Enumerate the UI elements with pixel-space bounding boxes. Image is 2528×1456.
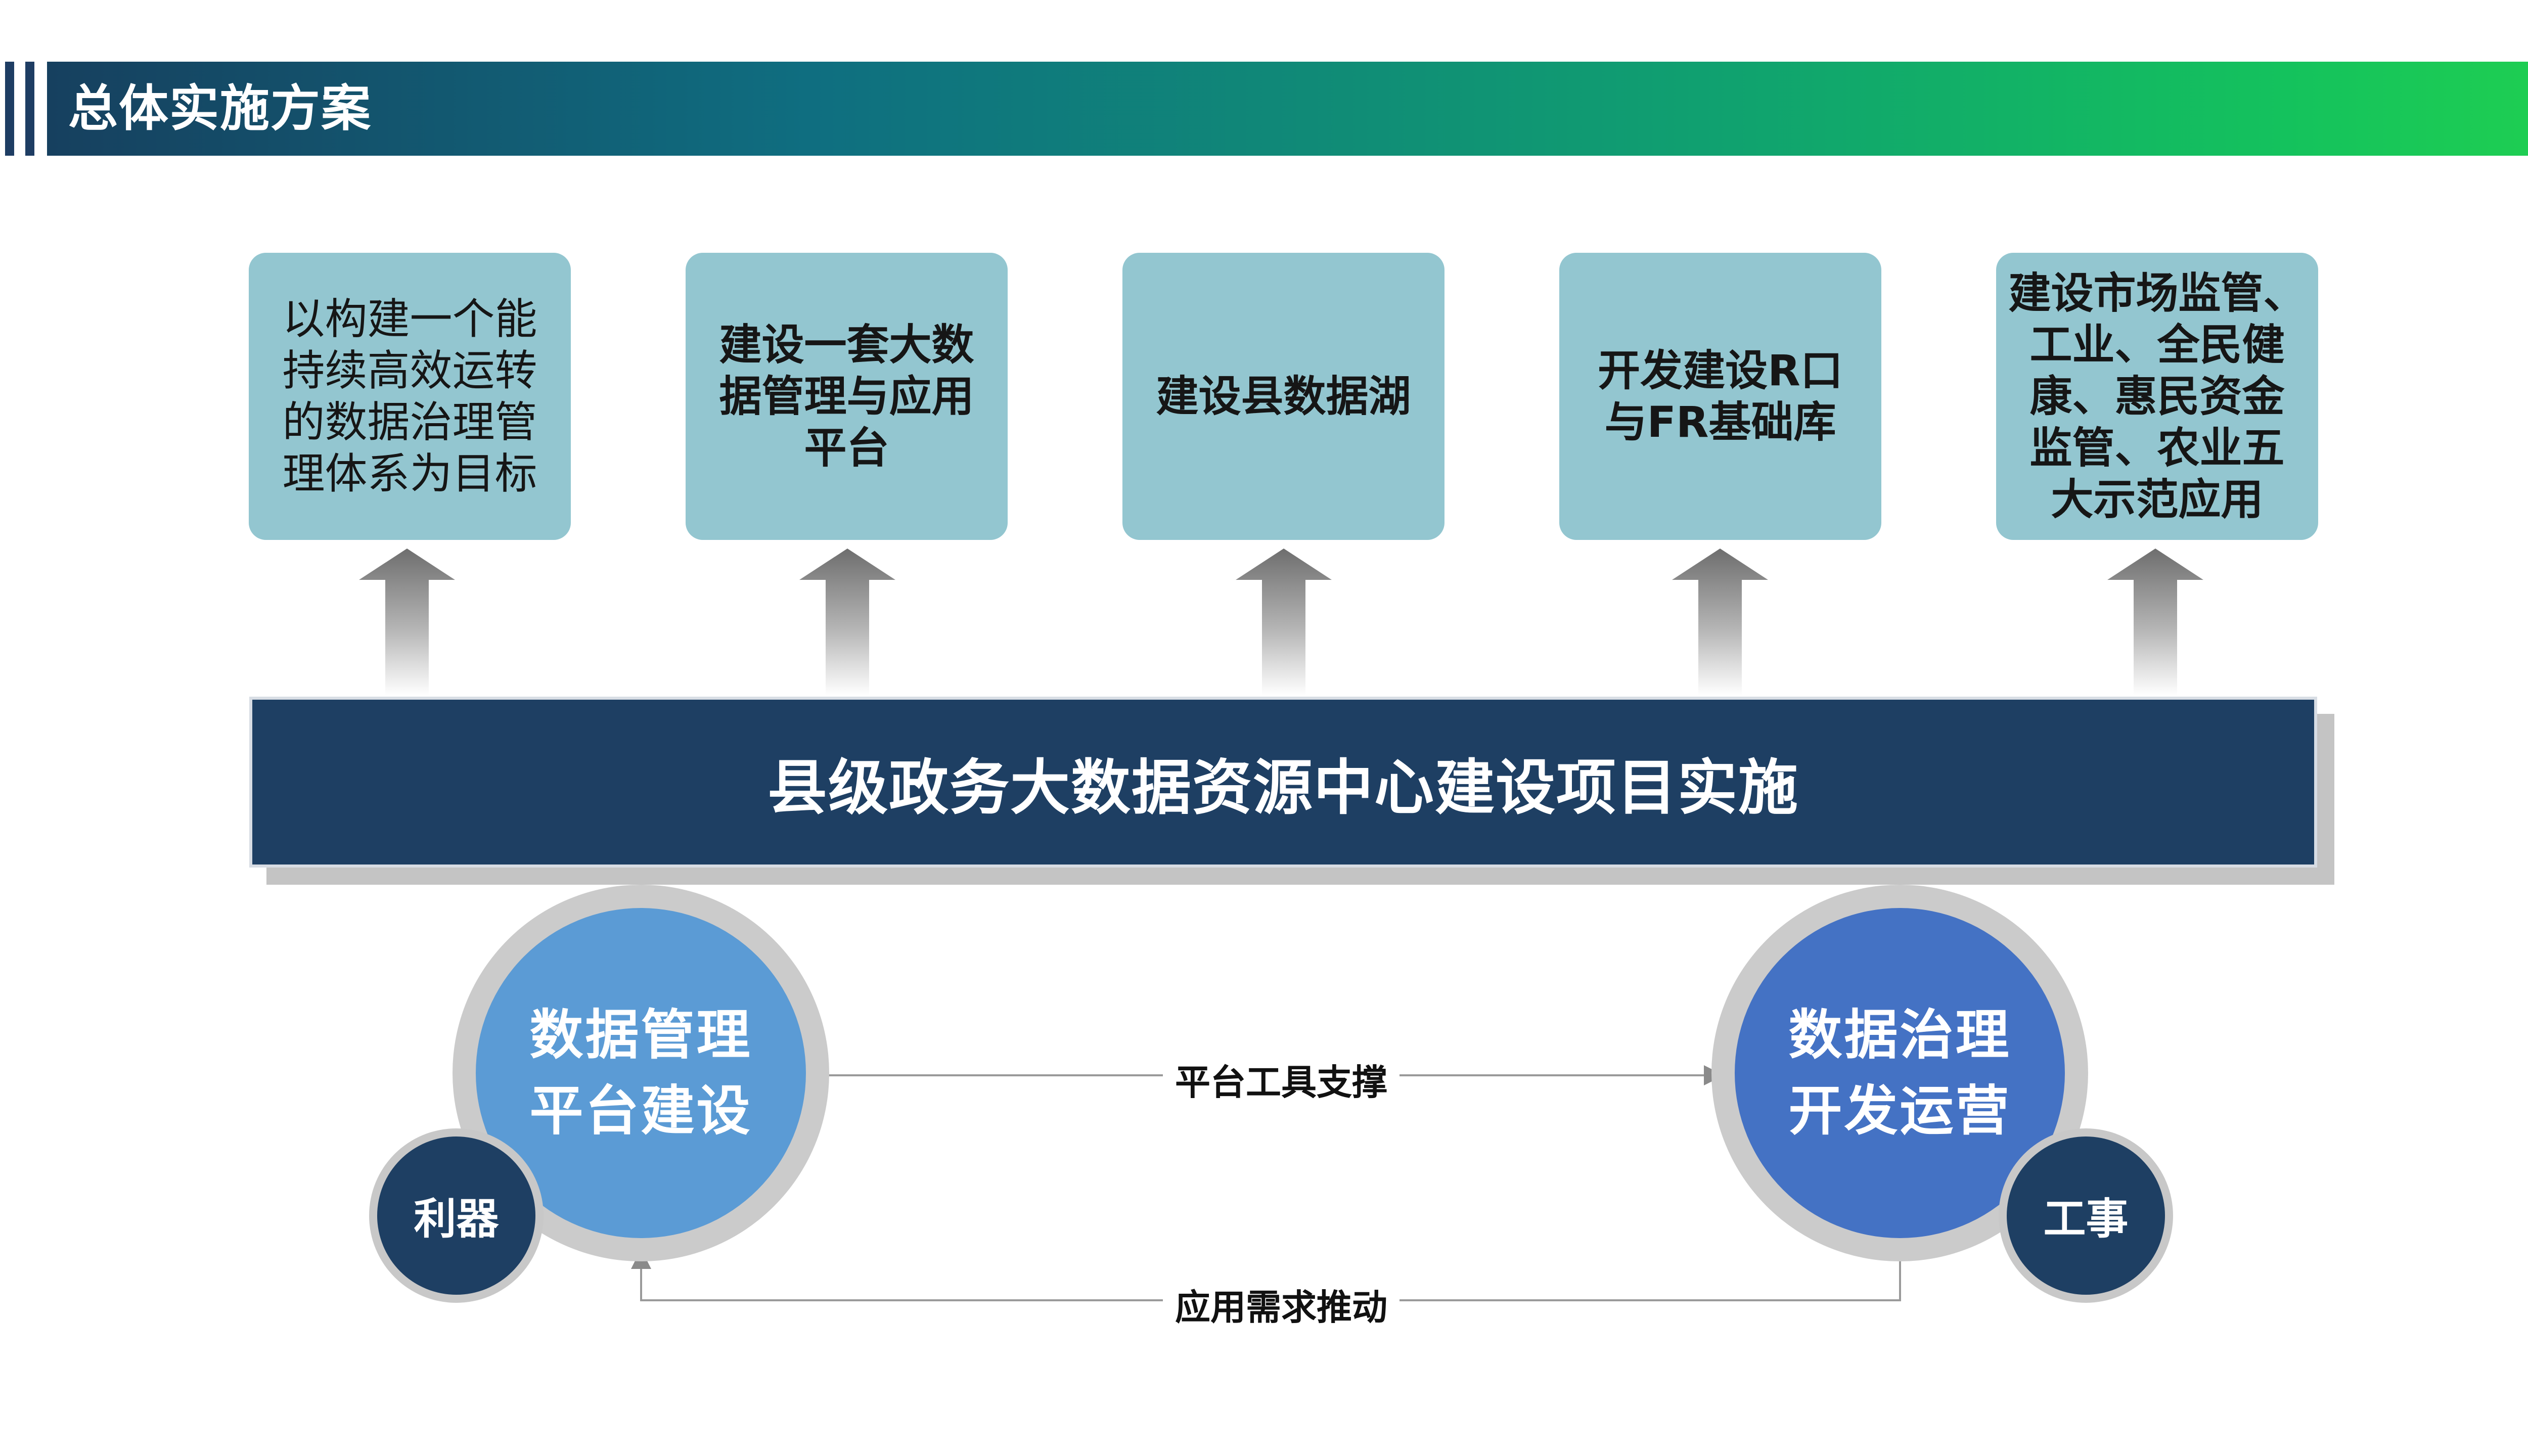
tool-badge: 利器 [377, 1136, 535, 1295]
goal-text-1: 以构建一个能 持续高效运转 的数据治理管 理体系为目标 [282, 294, 537, 498]
left-badge-text: 利器 [414, 1194, 499, 1244]
goal-box-5: 建设市场监管、 工业、全民健 康、惠民资金 监管、农业五 大示范应用 [1996, 253, 2318, 540]
goal-box-2: 建设一套大数 据管理与应用 平台 [686, 253, 1008, 540]
header-accent-bar [5, 62, 14, 156]
up-arrow-2 [799, 549, 895, 695]
goal-box-3: 建设县数据湖 [1122, 253, 1444, 540]
page-title: 总体实施方案 [68, 80, 372, 138]
goal-text-5: 建设市场监管、 工业、全民健 康、惠民资金 监管、农业五 大示范应用 [2008, 268, 2306, 524]
goal-text-3: 建设县数据湖 [1156, 372, 1411, 421]
goal-text-2: 建设一套大数 据管理与应用 平台 [719, 320, 974, 473]
up-arrow-5 [2107, 549, 2203, 695]
right-circle-line1: 数据治理 [1788, 1004, 2011, 1066]
right-badge-text: 工事 [2043, 1194, 2129, 1244]
header-banner [47, 62, 2528, 156]
flow-label-demand-driven: 应用需求推动 [1163, 1279, 1400, 1330]
left-circle-line1: 数据管理 [529, 1004, 752, 1066]
work-badge: 工事 [2007, 1136, 2165, 1295]
flow-label-platform-support: 平台工具支撑 [1163, 1054, 1400, 1105]
project-banner: 县级政务大数据资源中心建设项目实施 [249, 697, 2317, 868]
goal-box-4: 开发建设R口 与FR基础库 [1559, 253, 1881, 540]
header-accent-bar [25, 62, 34, 156]
up-arrow-1 [359, 549, 455, 695]
up-arrow-3 [1236, 549, 1332, 695]
goal-box-1: 以构建一个能 持续高效运转 的数据治理管 理体系为目标 [249, 253, 571, 540]
banner-text: 县级政务大数据资源中心建设项目实施 [767, 752, 1799, 823]
data-management-platform-circle: 数据管理 平台建设 [476, 908, 806, 1238]
up-arrow-4 [1672, 549, 1768, 695]
goal-text-4: 开发建设R口 与FR基础库 [1598, 346, 1843, 447]
right-circle-line2: 开发运营 [1788, 1079, 2011, 1142]
left-circle-line2: 平台建设 [529, 1079, 752, 1142]
